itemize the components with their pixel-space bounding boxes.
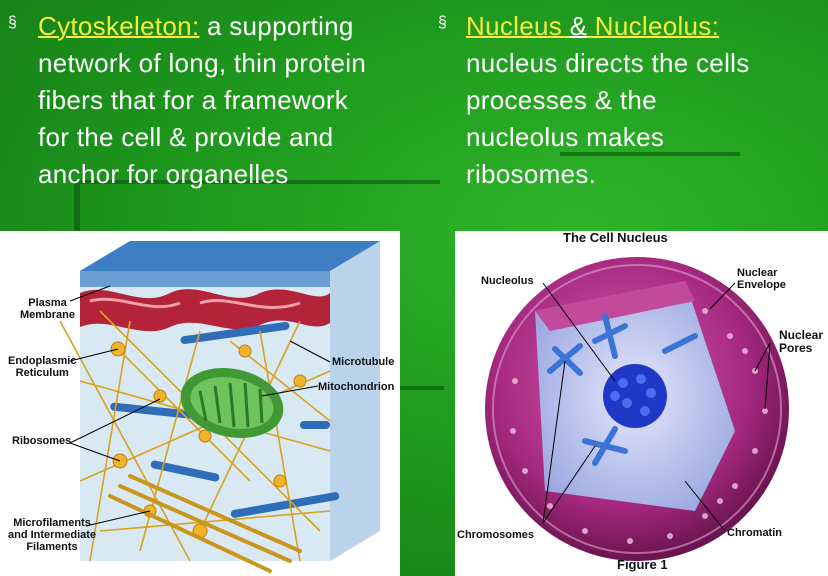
label-nuclear-pores: Nuclear Pores (779, 328, 824, 355)
label-ribosomes: Ribosomes (12, 435, 72, 447)
nucleus-amp: & (569, 11, 588, 41)
cytoskeleton-line5: anchor for organelles (38, 159, 289, 189)
bullet-right: § (438, 14, 447, 31)
cytoskeleton-line3: fibers that for a framework (38, 85, 349, 115)
label-mitochondrion: Mitochondrion (318, 381, 395, 393)
nucleus-line4: nucleolus makes (466, 122, 665, 152)
label-chromosomes: Chromosomes (457, 529, 535, 541)
cytoskeleton-colon: : (191, 11, 200, 41)
cytoskeleton-line4: for the cell & provide and (38, 122, 334, 152)
accent-bar-left (74, 180, 80, 232)
nucleus-heading: Nucleus (466, 11, 570, 41)
bullet-nucleus: Nucleus & Nucleolus: nucleus directs the… (466, 8, 750, 193)
cytoskeleton-line2: network of long, thin protein (38, 48, 367, 78)
cytoskeleton-line1-rest: a supporting (199, 11, 354, 41)
label-microfilaments: Microfilaments and Intermediate Filament… (8, 517, 97, 553)
nucleus-line2: nucleus directs the cells (466, 48, 750, 78)
label-chromatin: Chromatin (727, 527, 782, 539)
accent-bar-mid (398, 386, 444, 390)
label-nuclear-envelope: Nuclear Envelope (737, 267, 786, 291)
nucleus-line5: ribosomes. (466, 159, 597, 189)
bullet-cytoskeleton: Cytoskeleton: a supporting network of lo… (38, 8, 366, 193)
nucleus-diagram: The Cell Nucleus Nucleolus Nuclear Envel… (455, 231, 828, 576)
bullet-left: § (8, 14, 17, 31)
cytoskeleton-heading: Cytoskeleton (38, 11, 192, 41)
nucleolus-heading: Nucleolus (587, 11, 712, 41)
label-nucleolus: Nucleolus (481, 275, 534, 287)
nucleus-title: The Cell Nucleus (563, 231, 668, 245)
nucleus-colon: : (711, 11, 720, 41)
label-plasma-membrane: Plasma Membrane (20, 297, 76, 321)
cytoskeleton-illustration (59, 241, 380, 573)
figure-caption: Figure 1 (617, 557, 668, 572)
label-microtubule: Microtubule (332, 356, 395, 368)
cytoskeleton-line1: Cytoskeleton: a supporting (38, 8, 366, 45)
cytoskeleton-diagram: Plasma Membrane Endoplasmic Reticulum Ri… (0, 231, 400, 576)
nucleus-illustration (485, 257, 789, 561)
nucleus-line3: processes & the (466, 85, 657, 115)
accent-bar-top (80, 180, 440, 184)
accent-bar-right (560, 152, 740, 156)
label-endoplasmic-reticulum: Endoplasmic Reticulum (8, 355, 77, 379)
nucleus-line1: Nucleus & Nucleolus: (466, 8, 750, 45)
